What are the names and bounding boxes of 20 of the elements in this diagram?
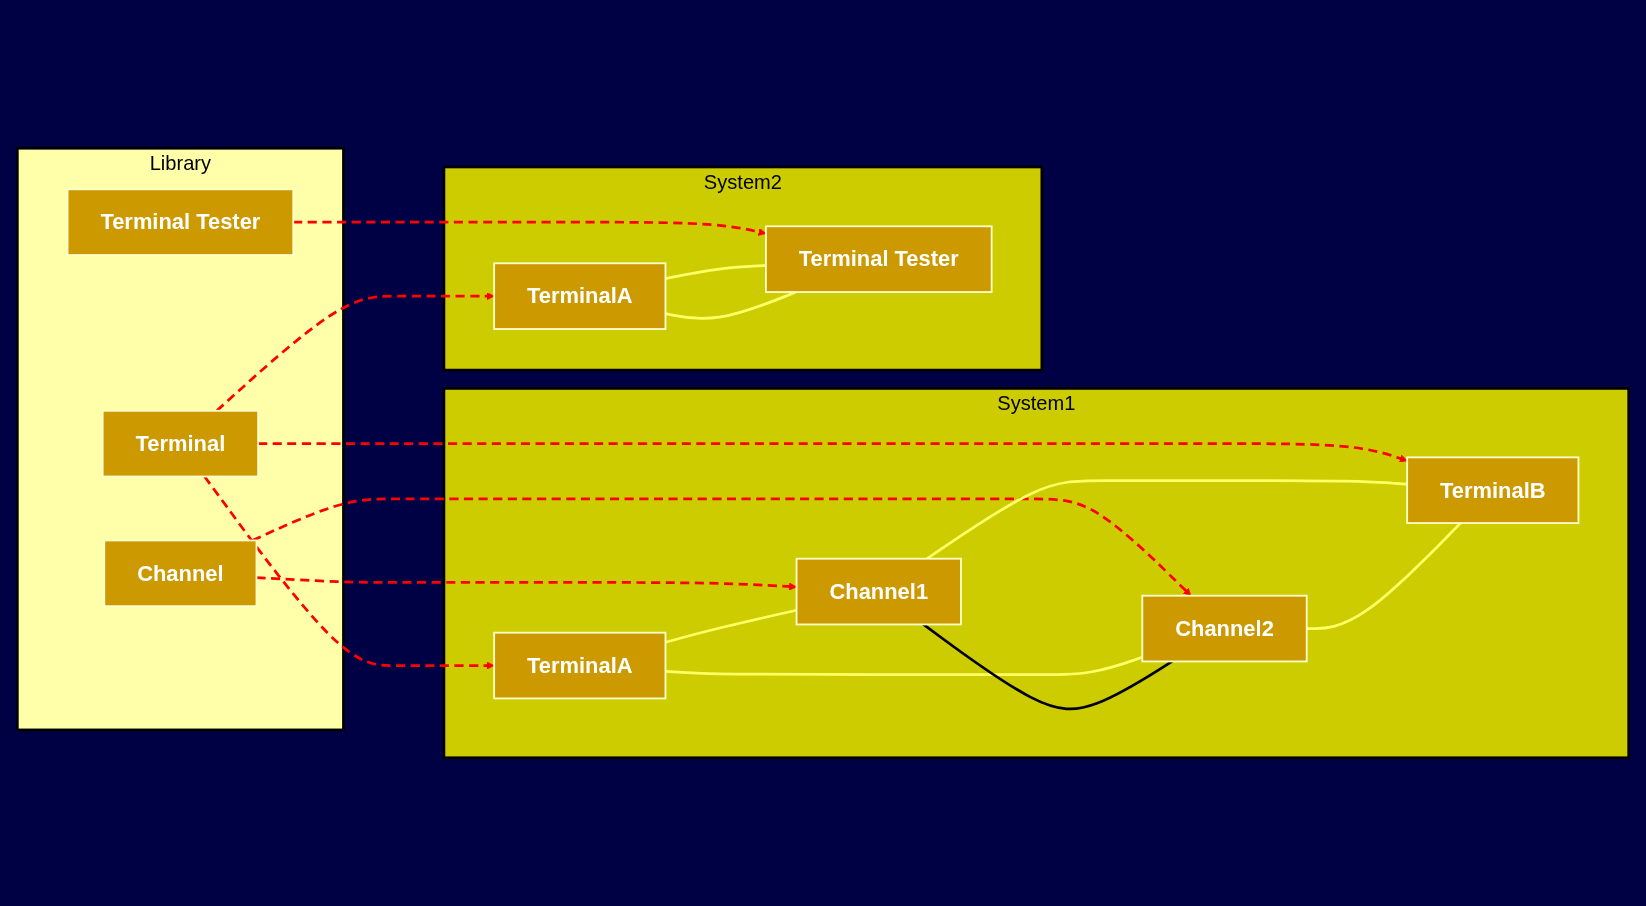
arrow — [258, 442, 1408, 463]
arrow — [203, 475, 495, 670]
node-box: TerminalA — [493, 631, 667, 700]
arrow — [251, 497, 1192, 597]
node-box: TerminalA — [493, 262, 667, 330]
connector — [665, 608, 797, 644]
connector — [665, 264, 766, 280]
node-box: Channel1 — [795, 557, 962, 626]
node-box: Channel — [103, 539, 258, 608]
arrow — [215, 292, 495, 412]
arrow — [256, 576, 797, 591]
connector — [1306, 522, 1462, 630]
node-box: Terminal Tester — [765, 225, 993, 293]
node-box: Channel2 — [1141, 594, 1308, 663]
connector — [926, 479, 1408, 560]
node-box: TerminalB — [1406, 456, 1580, 524]
node-box: Terminal — [101, 409, 260, 478]
connector — [665, 655, 1143, 677]
connector — [922, 623, 1173, 711]
node-box: Terminal Tester — [66, 188, 295, 256]
